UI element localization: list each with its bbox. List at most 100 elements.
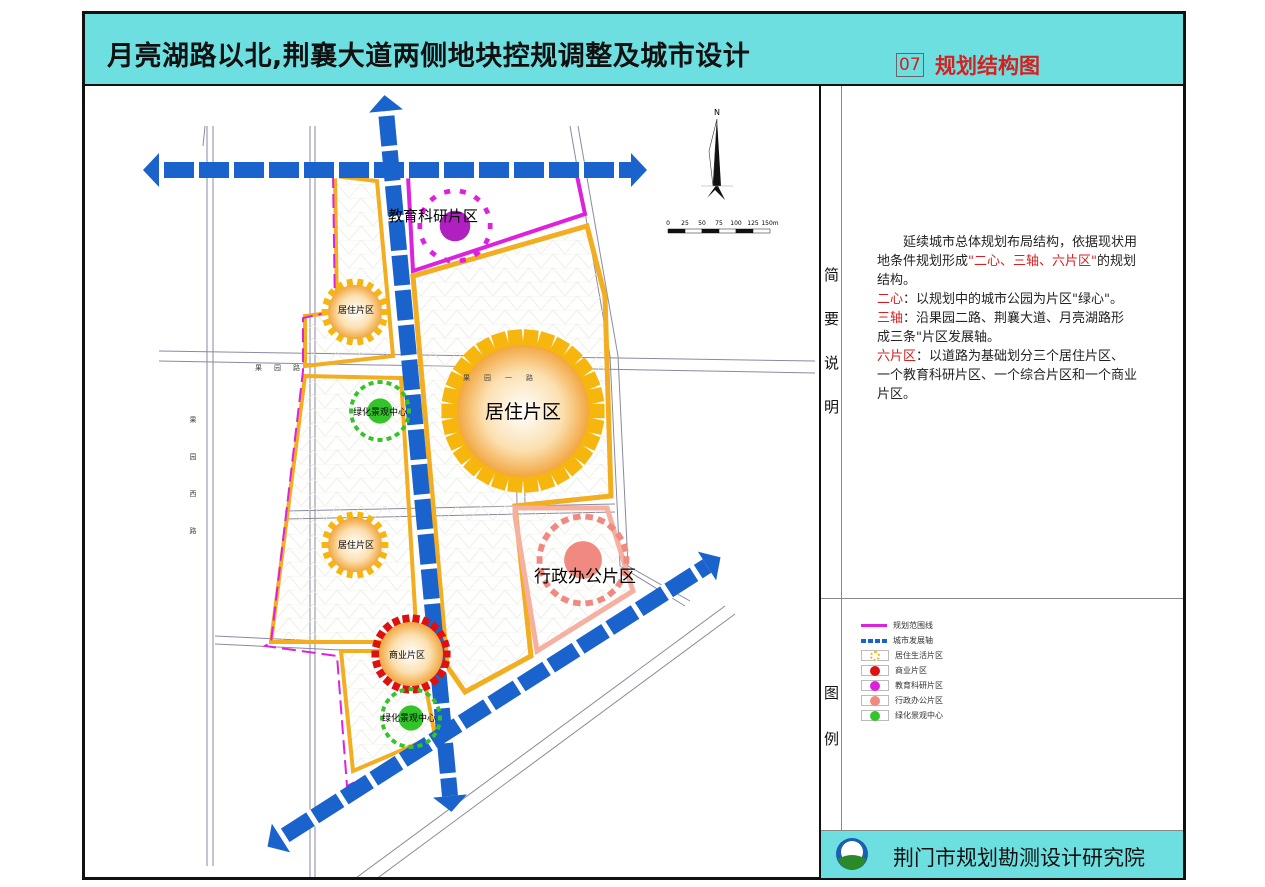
ray <box>408 744 414 749</box>
ray <box>437 715 442 721</box>
ray <box>356 569 364 579</box>
scale-label: 75 <box>715 220 723 227</box>
ray <box>400 390 407 398</box>
ray <box>522 329 539 350</box>
ray <box>346 569 354 579</box>
desc-intro: 延续城市总体规划布局结构，依据现状用地条件规划形成 <box>877 235 1138 269</box>
legend-item: 规划范围线 <box>861 618 943 633</box>
ray <box>377 380 383 385</box>
ray <box>585 513 594 521</box>
ray <box>473 249 481 258</box>
label-residential-south: 居住片区 <box>338 539 374 551</box>
organization-name: 荆门市规划勘测设计研究院 <box>893 846 1145 870</box>
label-residential-north: 居住片区 <box>338 304 374 316</box>
project-title: 月亮湖路以北,荆襄大道两侧地块控规调整及城市设计 <box>107 41 751 72</box>
axis-arrow-icon <box>267 823 291 853</box>
ray <box>536 556 543 564</box>
legend-label: 城市发展轴 <box>893 636 933 645</box>
legend-label-char: 图 <box>824 684 840 702</box>
ray <box>353 390 360 398</box>
ray <box>459 188 467 195</box>
ray <box>356 511 364 521</box>
label-residential-main: 居住片区 <box>485 401 561 423</box>
desc-item3-key: 六片区 <box>877 349 917 364</box>
ray <box>346 336 354 346</box>
ray <box>537 567 546 577</box>
road-label-guoyuan-1: 果园一路 <box>463 373 547 382</box>
ray <box>431 697 438 705</box>
ray <box>424 738 432 745</box>
ray <box>549 588 560 598</box>
label-education: 教育科研片区 <box>388 207 478 225</box>
desc-item2-key: 三轴 <box>877 311 904 326</box>
scale-label: 125 <box>747 220 759 227</box>
center-disc <box>457 345 589 477</box>
center-residential-south <box>321 511 389 579</box>
desc-label-char: 简 <box>824 266 840 284</box>
legend-label: 商业片区 <box>895 666 927 675</box>
scale-label: 25 <box>681 220 689 227</box>
center-commercial <box>371 614 451 694</box>
legend-swatch-icon <box>861 665 889 676</box>
axis-arrow-icon <box>369 95 403 113</box>
axis-band <box>378 110 458 797</box>
ray <box>572 599 581 607</box>
label-green-south: 绿化景观中心 <box>382 712 436 724</box>
axis-arrow-icon <box>143 153 159 187</box>
ray <box>368 380 375 387</box>
footer-bar: 荆门市规划勘测设计研究院 <box>821 830 1183 878</box>
legend-item: 居住生活片区 <box>861 648 943 663</box>
legend-swatch-icon <box>861 636 887 645</box>
legend-swatch-icon <box>861 621 887 630</box>
road-west <box>206 126 214 866</box>
ray <box>537 543 546 553</box>
ray <box>349 416 356 423</box>
north-label: N <box>714 108 720 117</box>
road-label-west: 果园西路 <box>189 416 197 564</box>
legend: 规划范围线城市发展轴居住生活片区商业片区教育科研片区行政办公片区绿化景观中心 <box>861 618 943 723</box>
ray <box>384 731 391 739</box>
ray <box>406 408 411 414</box>
ray <box>380 309 389 315</box>
ray <box>380 706 387 713</box>
section-divider <box>821 598 1183 599</box>
legend-item: 商业片区 <box>861 663 943 678</box>
legend-swatch-icon <box>861 650 889 661</box>
ray <box>416 687 423 694</box>
ray <box>393 431 401 438</box>
ray <box>443 188 451 195</box>
center-disc <box>564 541 602 579</box>
ray <box>371 650 381 658</box>
ray <box>356 278 364 288</box>
scale-segment <box>735 228 754 234</box>
center-residential-main <box>441 329 605 493</box>
legend-swatch-icon <box>861 695 889 706</box>
ray <box>359 384 367 391</box>
center-disc <box>367 398 393 424</box>
ray <box>359 431 367 438</box>
zone-admin-boundary <box>512 505 636 656</box>
scale-segment <box>752 228 771 234</box>
title-bar: 月亮湖路以北,荆襄大道两侧地块控规调整及城市设计 07 规划结构图 <box>85 14 1183 86</box>
center-disc <box>398 705 424 731</box>
desc-label-char: 要 <box>824 310 840 328</box>
ray <box>429 194 437 203</box>
ray <box>349 399 356 406</box>
axis-guoyuan-2-road <box>267 551 721 853</box>
ray <box>483 206 491 215</box>
legend-label: 规划范围线 <box>893 621 933 630</box>
axis-arrow-icon <box>697 551 721 581</box>
ray <box>507 472 524 493</box>
ray <box>541 578 551 589</box>
scale-label: 150m <box>761 220 778 227</box>
ray <box>399 687 406 694</box>
center-disc <box>328 285 382 339</box>
ray <box>596 595 606 604</box>
ray <box>586 403 605 419</box>
ray <box>353 424 360 432</box>
ray <box>417 222 423 230</box>
ray <box>419 206 427 215</box>
ray <box>401 614 411 625</box>
ray <box>399 742 406 749</box>
center-education <box>417 188 493 264</box>
